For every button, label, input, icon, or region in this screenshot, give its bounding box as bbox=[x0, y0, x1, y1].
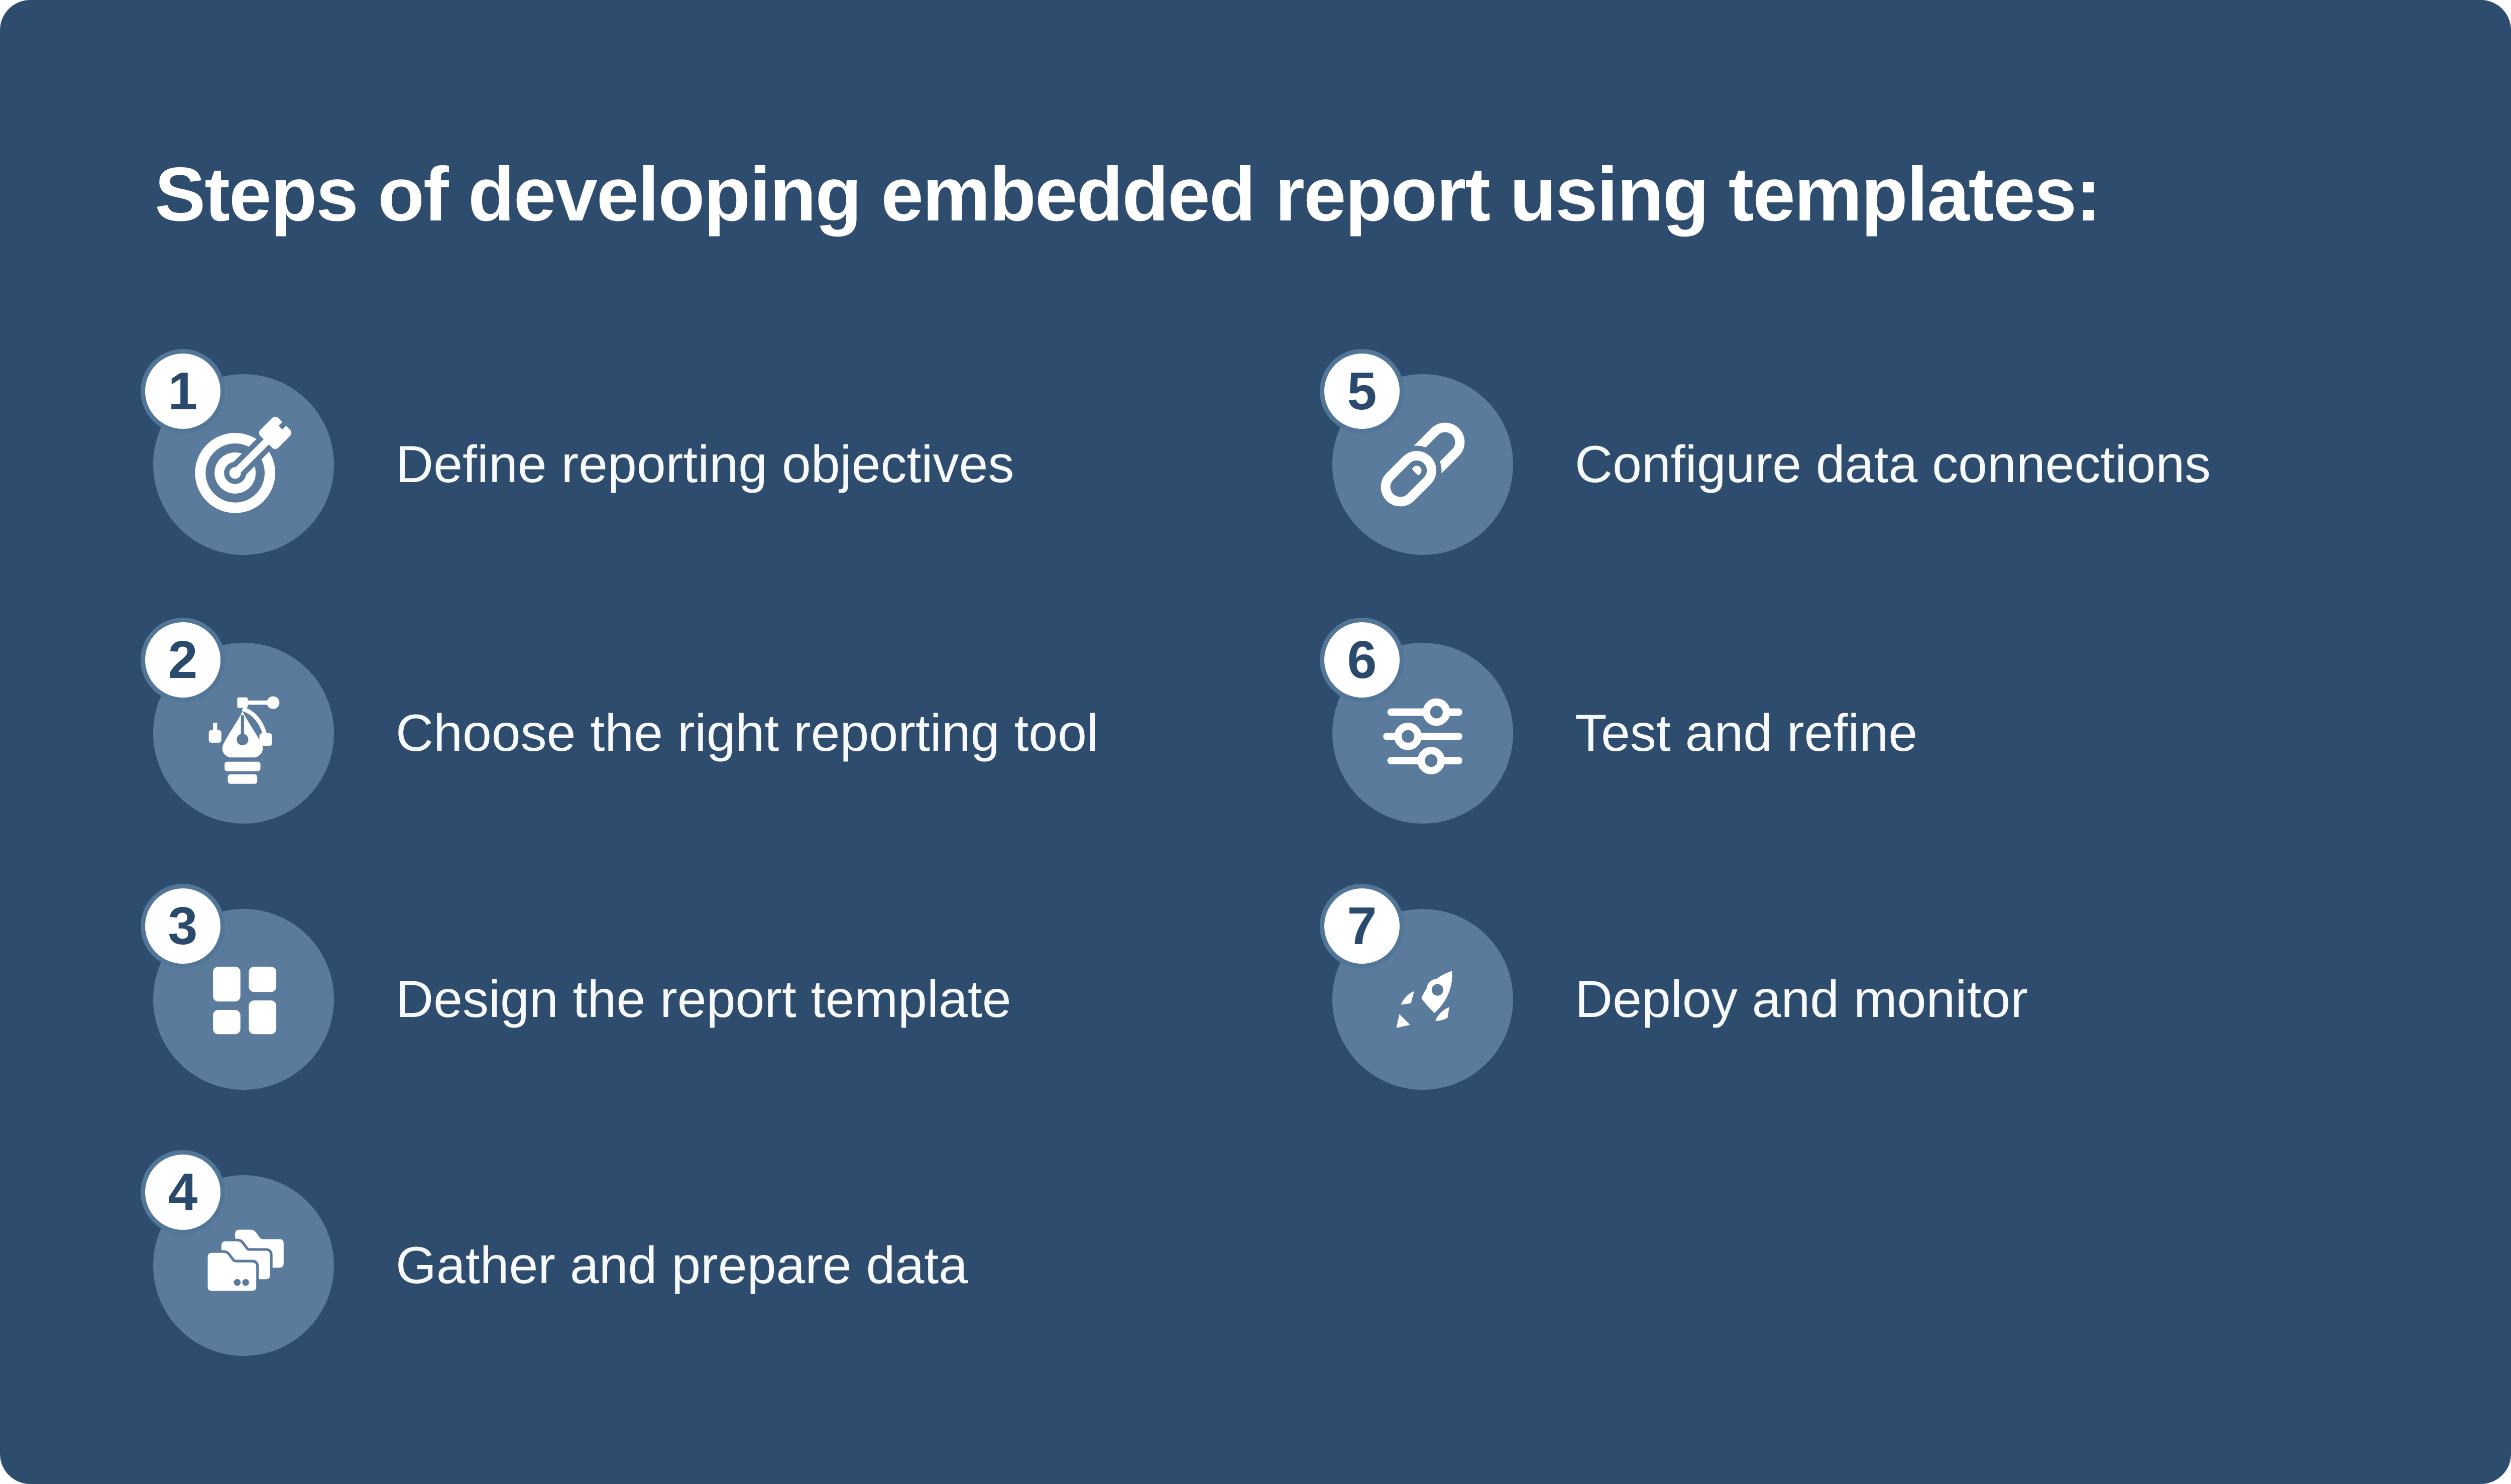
step-label: Design the report template bbox=[396, 970, 1011, 1029]
chain-link-icon bbox=[1376, 422, 1465, 512]
step-item-2: 2 Choose the right reporting tool bbox=[141, 618, 1099, 824]
step-label: Configure data connections bbox=[1575, 435, 2211, 494]
step-number-badge: 3 bbox=[141, 884, 225, 968]
step-number: 7 bbox=[1347, 896, 1377, 956]
step-icon-circle: 1 bbox=[141, 349, 334, 555]
pen-tool-icon bbox=[208, 696, 280, 784]
step-icon-circle: 2 bbox=[141, 618, 334, 824]
step-number: 2 bbox=[168, 630, 198, 690]
step-item-3: 3 Design the report template bbox=[141, 884, 1011, 1090]
step-number: 3 bbox=[168, 896, 198, 956]
target-dart-icon bbox=[195, 412, 296, 513]
step-icon-circle: 7 bbox=[1320, 884, 1513, 1090]
step-number: 5 bbox=[1347, 362, 1377, 421]
rocket-icon bbox=[1393, 967, 1455, 1032]
step-number-badge: 6 bbox=[1320, 618, 1404, 702]
sliders-icon bbox=[1383, 698, 1462, 774]
step-number: 1 bbox=[168, 362, 198, 421]
step-number-badge: 1 bbox=[141, 349, 225, 433]
step-icon-circle: 4 bbox=[141, 1150, 334, 1356]
step-icon-circle: 5 bbox=[1320, 349, 1513, 555]
step-number-badge: 5 bbox=[1320, 349, 1404, 433]
step-icon-circle: 6 bbox=[1320, 618, 1513, 824]
step-item-6: 6 Test and refine bbox=[1320, 618, 1918, 824]
step-number: 6 bbox=[1347, 630, 1377, 690]
step-number-badge: 4 bbox=[141, 1150, 225, 1234]
folders-icon bbox=[205, 1227, 287, 1294]
step-item-1: 1 Define reporting objectives bbox=[141, 349, 1014, 555]
step-icon-circle: 3 bbox=[141, 884, 334, 1090]
step-number: 4 bbox=[168, 1163, 198, 1222]
step-label: Define reporting objectives bbox=[396, 435, 1014, 494]
page-title: Steps of developing embedded report usin… bbox=[155, 152, 2101, 237]
step-label: Choose the right reporting tool bbox=[396, 704, 1099, 762]
step-label: Gather and prepare data bbox=[396, 1236, 968, 1295]
step-label: Deploy and monitor bbox=[1575, 970, 2028, 1029]
step-label: Test and refine bbox=[1575, 704, 1918, 762]
step-item-4: 4 Gather and prepare data bbox=[141, 1150, 968, 1356]
step-item-7: 7 Deploy and monitor bbox=[1320, 884, 2028, 1090]
step-number-badge: 7 bbox=[1320, 884, 1404, 968]
layout-grid-icon bbox=[213, 966, 277, 1035]
step-item-5: 5 Configure data connections bbox=[1320, 349, 2211, 555]
step-number-badge: 2 bbox=[141, 618, 225, 702]
